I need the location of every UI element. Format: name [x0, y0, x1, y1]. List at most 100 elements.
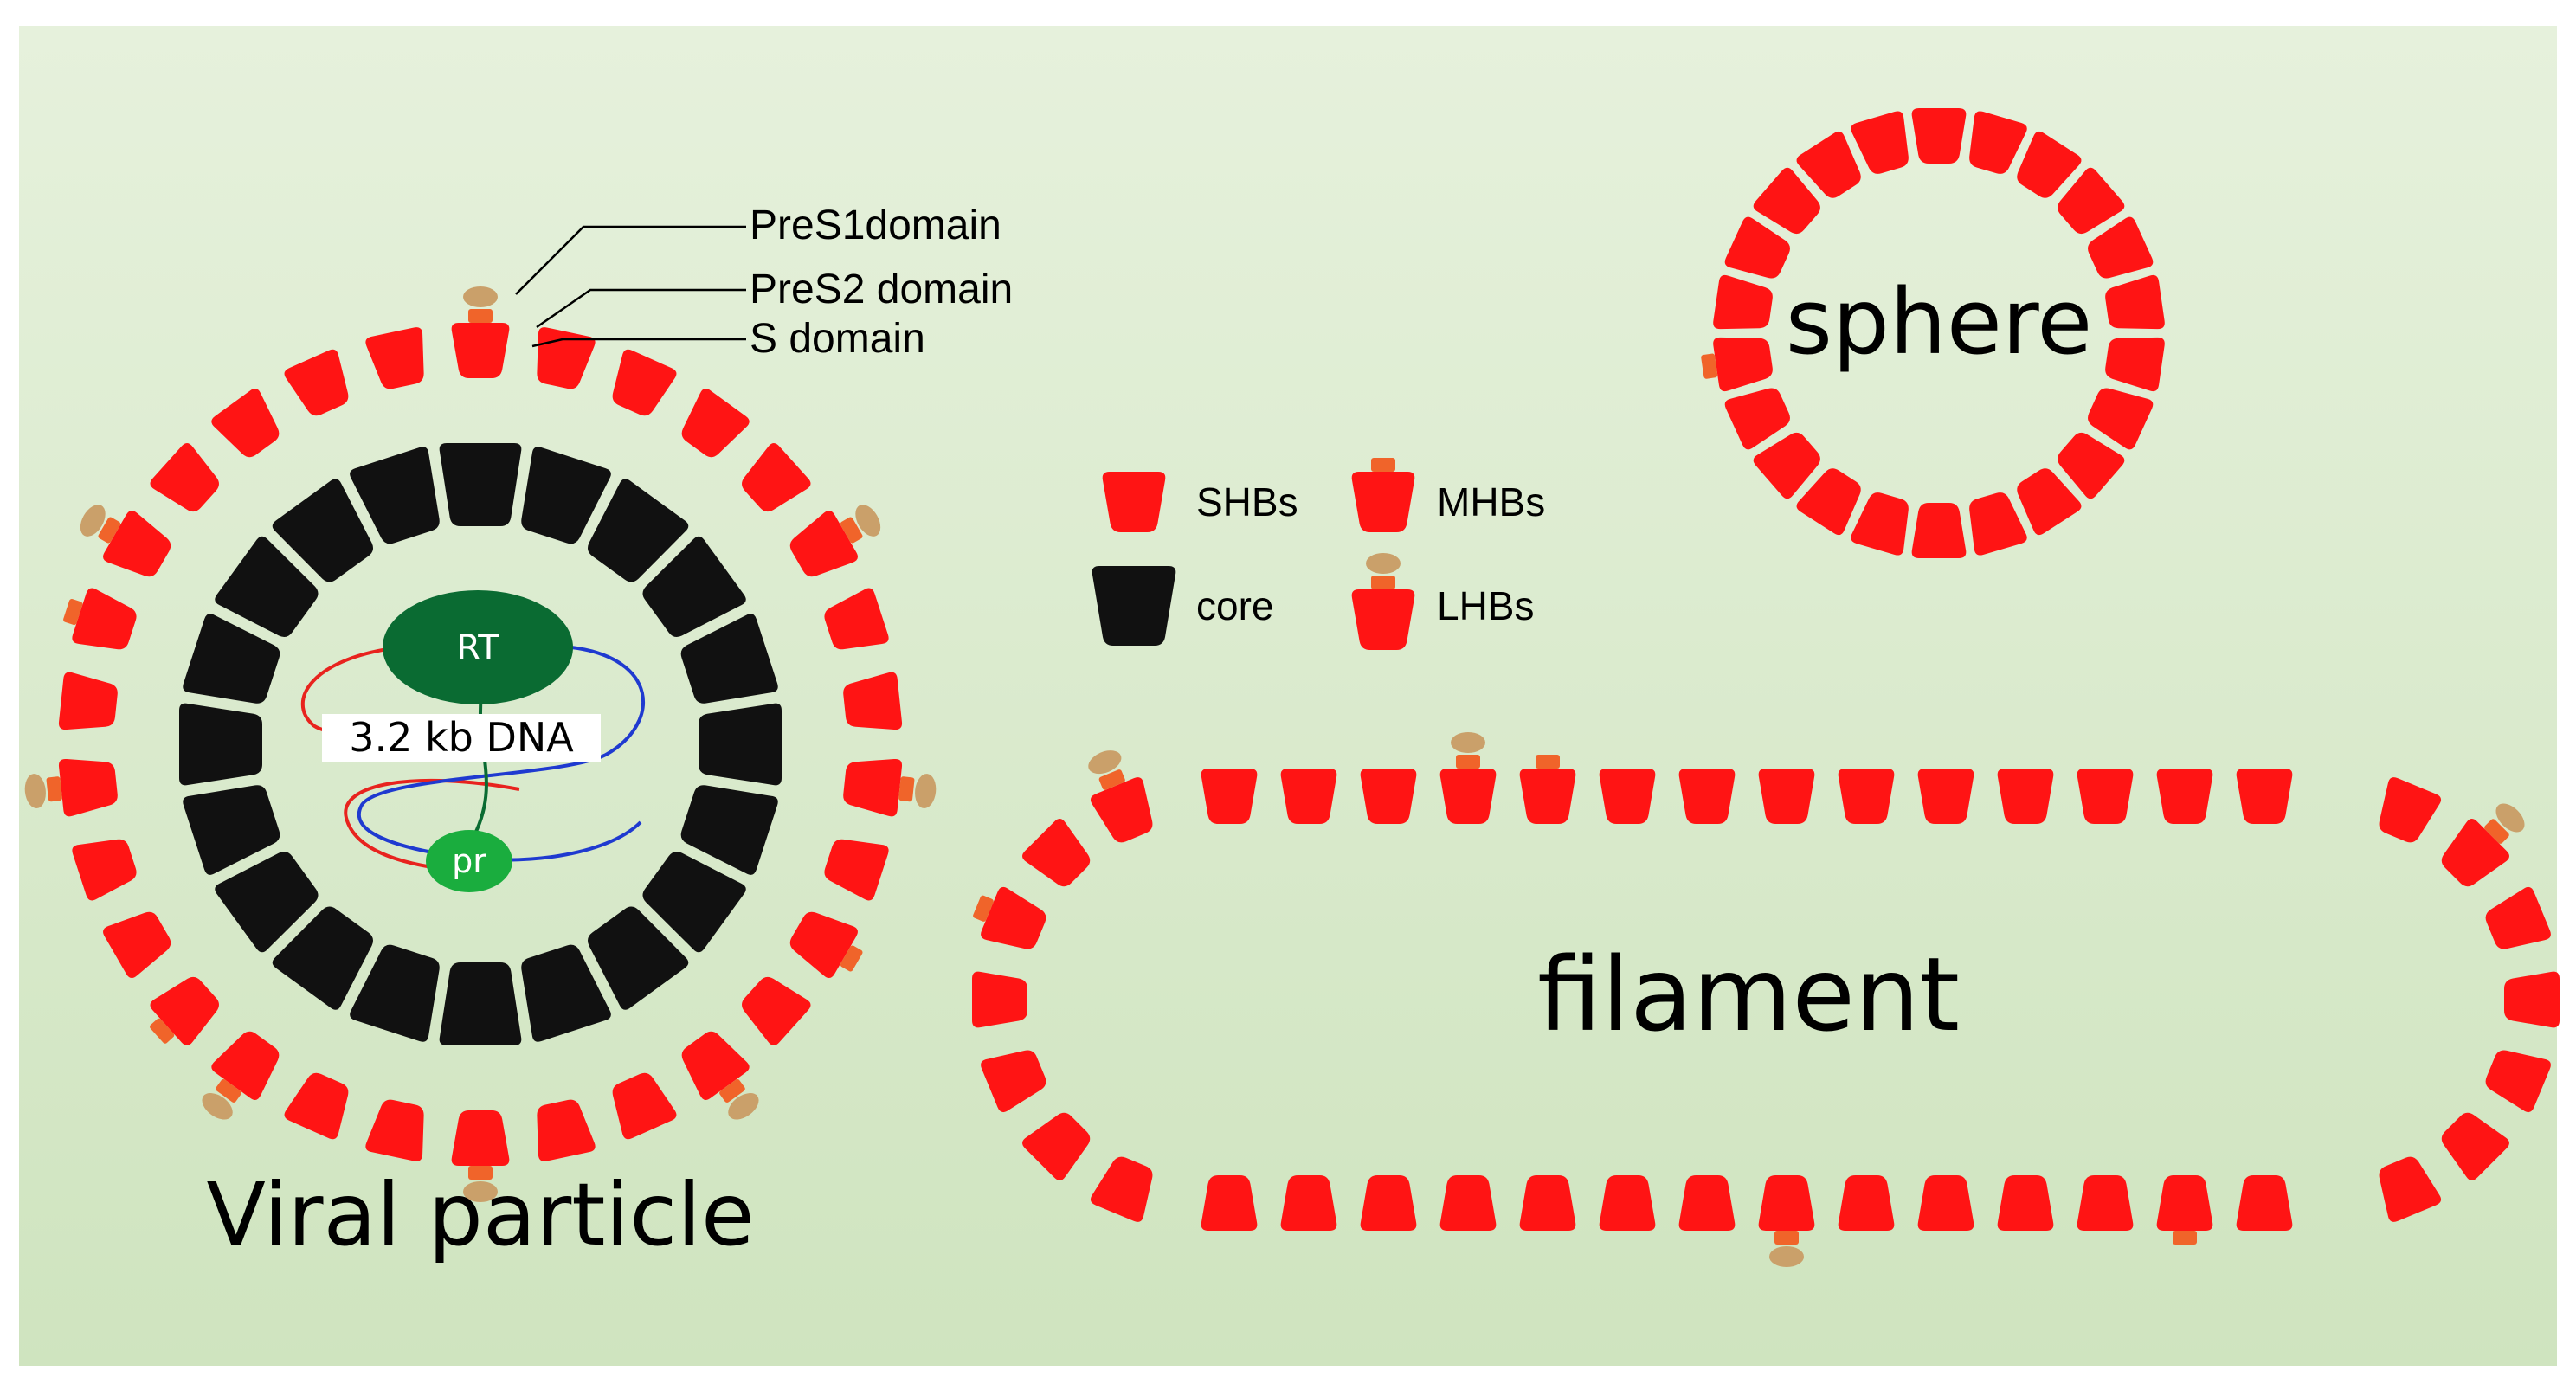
core-subunit [350, 447, 440, 544]
shbs-subunit [1280, 1175, 1337, 1231]
shbs-subunit [1838, 1175, 1895, 1231]
shbs-subunit [2504, 971, 2560, 1028]
shbs-subunit [1917, 1175, 1974, 1231]
core-subunit [521, 447, 611, 544]
shbs-subunit [1917, 769, 1974, 824]
shbs-subunit [1022, 819, 1091, 887]
callout-s: S domain [750, 316, 925, 362]
rt-label: RT [456, 628, 499, 668]
core-subunit-icon [1092, 566, 1176, 646]
shbs-subunit [1713, 274, 1773, 330]
mhbs-subunit-icon [1351, 458, 1415, 532]
legend-lhbs: LHBs [1437, 583, 1534, 628]
shbs-subunit [211, 389, 280, 458]
shbs-subunit [1753, 432, 1820, 499]
sphere-label: sphere [1786, 269, 2093, 375]
shbs-subunit [1678, 769, 1736, 824]
legend: SHBs MHBs core LHBs [1092, 458, 1545, 650]
shbs-icon-shape [1102, 472, 1166, 532]
callout-line-s [531, 338, 746, 348]
core-subunit [350, 944, 440, 1042]
shbs-subunit [681, 389, 750, 458]
shbs-subunit [824, 839, 889, 901]
core-subunit [587, 906, 689, 1010]
shbs-subunit [2077, 1175, 2134, 1231]
shbs-subunit [612, 349, 677, 416]
dna-label-box [322, 714, 601, 762]
mhbs-icon-shape [1351, 458, 1415, 532]
shbs-subunit [1796, 468, 1861, 536]
shbs-subunit [1201, 769, 1258, 824]
core-subunit [183, 785, 280, 875]
sphere-envelope [1701, 108, 2165, 558]
sphere-particle: sphere [1701, 108, 2165, 558]
shbs-subunit [1678, 1175, 1736, 1231]
shbs-subunit [2088, 216, 2154, 279]
shbs-subunit [72, 839, 137, 901]
viral-core-capsid [179, 443, 782, 1045]
shbs-subunit [2017, 468, 2082, 536]
shbs-subunit [2379, 777, 2442, 843]
shbs-subunit [1997, 769, 2054, 824]
shbs-subunit [843, 758, 937, 817]
shbs-subunit [451, 1110, 510, 1202]
shbs-subunit [2105, 274, 2165, 330]
shbs-subunit [1360, 1175, 1417, 1231]
core-subunit [439, 443, 522, 526]
core-subunit [699, 703, 782, 786]
lhbs-subunit-icon [1351, 553, 1415, 650]
callout-pres1: PreS1domain [750, 203, 1001, 248]
shbs-subunit [2156, 1175, 2213, 1245]
shbs-subunit [1851, 492, 1909, 556]
core-subunit [439, 962, 522, 1045]
shbs-subunit [2058, 167, 2125, 235]
shbs-subunit [1851, 111, 1909, 174]
shbs-subunit [1519, 755, 1576, 824]
shbs-subunit [742, 976, 811, 1045]
shbs-subunit [789, 505, 881, 577]
shbs-subunit [1758, 1175, 1815, 1267]
shbs-subunit [24, 758, 118, 817]
shbs-subunit [103, 911, 171, 978]
pr-label: pr [452, 842, 486, 880]
shbs-subunit [789, 911, 863, 978]
core-icon-shape [1092, 566, 1176, 646]
shbs-subunit [284, 1072, 349, 1140]
viral-particle: RT pr 3.2 kb DNA Viral particle [24, 286, 937, 1265]
viral-envelope [24, 286, 937, 1202]
shbs-subunit [1911, 108, 1967, 164]
callout-line-pres2 [536, 288, 746, 329]
core-subunit [183, 614, 280, 704]
shbs-subunit [63, 588, 137, 650]
lhbs-icon-shape [1351, 553, 1415, 650]
shbs-subunit [2088, 388, 2154, 450]
shbs-subunit [2077, 769, 2134, 824]
core-subunit [521, 944, 611, 1042]
shbs-subunit [843, 672, 903, 730]
filament-label: filament [1537, 935, 1960, 1054]
shbs-subunit [742, 443, 811, 512]
core-subunit [215, 536, 319, 638]
shbs-subunit [2105, 337, 2165, 392]
shbs-subunit [365, 327, 424, 389]
core-subunit [272, 479, 374, 582]
pr-primer [426, 830, 512, 892]
shbs-subunit [2485, 1050, 2551, 1113]
domain-callouts: PreS1domain PreS2 domain S domain [515, 203, 1013, 362]
shbs-subunit [1997, 1175, 2054, 1231]
viral-genome: RT pr 3.2 kb DNA [300, 590, 646, 892]
shbs-subunit [1519, 1175, 1576, 1231]
core-subunit [179, 703, 262, 786]
core-subunit [642, 851, 746, 953]
core-subunit [215, 851, 319, 953]
shbs-subunit [1090, 1156, 1153, 1222]
shbs-subunit [824, 588, 889, 650]
legend-core: core [1196, 583, 1273, 628]
shbs-subunit [284, 349, 349, 416]
shbs-subunit [1753, 167, 1820, 235]
shbs-subunit [1280, 769, 1337, 824]
shbs-subunit [981, 1050, 1046, 1113]
shbs-subunit [1838, 769, 1895, 824]
